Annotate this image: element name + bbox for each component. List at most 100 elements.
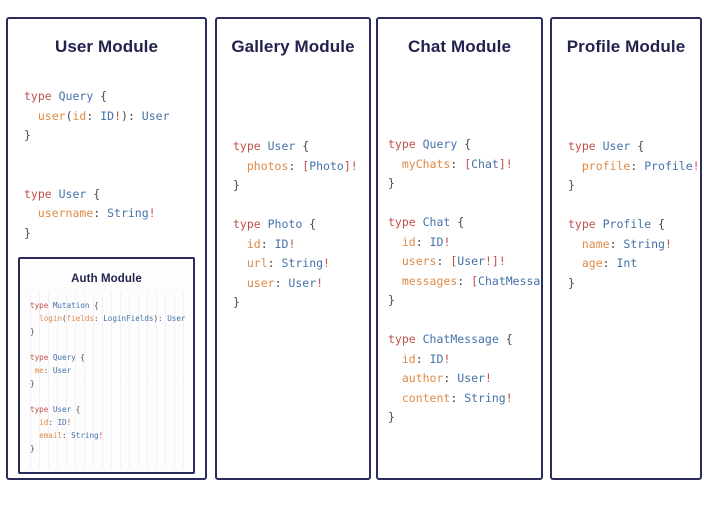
code-token-bang: ! <box>443 234 451 249</box>
code-token-type: String <box>464 390 506 405</box>
code-token-kw: type <box>30 405 53 414</box>
code-line: type User { <box>24 185 205 205</box>
code-token-pun: } <box>388 410 395 424</box>
code-token-fld: username <box>37 206 94 220</box>
code-line: type Chat { <box>388 213 541 233</box>
code-token-pun <box>388 254 402 268</box>
code-token-bang: ! <box>98 431 104 440</box>
code-line: name: String! <box>568 235 700 255</box>
code-token-pun: } <box>30 327 35 336</box>
code-token-pun: : <box>48 418 58 427</box>
code-token-pun: : <box>609 236 624 251</box>
code-token-type: Query <box>58 89 94 103</box>
code-token-pun: { <box>302 217 317 231</box>
code-token-pun: { <box>295 139 310 153</box>
code-token-type: User <box>141 108 170 123</box>
module-panel-user[interactable]: User Module type Query { user(id: ID!): … <box>6 17 207 480</box>
code-line: } <box>233 293 369 313</box>
code-token-type: User <box>457 371 485 385</box>
code-token-fld: author <box>401 371 444 385</box>
code-token-fld: id <box>246 236 261 251</box>
code-token-kw: type <box>388 215 423 229</box>
code-line: email: String! <box>30 429 193 442</box>
code-token-type: User <box>52 366 72 375</box>
code-token-pun: : <box>443 371 458 385</box>
code-token-pun: { <box>89 301 99 310</box>
code-line <box>24 146 205 166</box>
schema-code-user: type Query { user(id: ID!): User} type U… <box>8 57 205 243</box>
code-token-type: ChatMessage <box>422 332 499 346</box>
code-line <box>388 311 541 331</box>
code-token-pun <box>233 237 247 251</box>
code-token-type: Mutation <box>52 301 90 310</box>
code-token-bang: ! <box>323 256 330 270</box>
code-line: type Profile { <box>568 215 700 235</box>
code-token-type: LoginFields <box>103 314 154 323</box>
code-line <box>388 194 541 214</box>
code-line: type Mutation { <box>30 299 193 312</box>
code-token-pun: } <box>24 128 31 142</box>
code-token-kw: type <box>233 139 268 153</box>
schema-code-gallery: type User { photos: [Photo]!} type Photo… <box>217 57 369 313</box>
module-title-profile: Profile Module <box>566 37 686 56</box>
code-line: myChats: [Chat]! <box>388 155 541 175</box>
code-token-pun <box>568 237 582 251</box>
module-title-chat: Chat Module <box>407 37 512 56</box>
code-line: } <box>30 325 193 338</box>
code-token-fld: user <box>37 108 66 123</box>
code-token-type: ChatMessage <box>478 273 541 288</box>
code-token-pun: : <box>630 158 645 173</box>
code-token-type: Chat <box>471 156 499 171</box>
code-line: messages: [ChatMessage]! <box>388 272 541 292</box>
code-token-fld: name <box>581 236 610 251</box>
code-token-bang: ! <box>288 236 296 251</box>
code-token-fld: login <box>39 314 63 323</box>
code-token-pun <box>568 159 582 173</box>
code-line <box>233 196 369 216</box>
code-line: user: User! <box>233 274 369 294</box>
code-token-pun: { <box>93 89 108 103</box>
code-token-pun <box>24 109 38 123</box>
code-token-pun <box>24 206 38 220</box>
code-token-type: ID <box>429 351 444 366</box>
code-token-pun: ): <box>121 108 142 123</box>
code-line: } <box>388 408 541 428</box>
code-token-kw: type <box>233 217 268 231</box>
code-line: profile: Profile! <box>568 157 700 177</box>
code-token-pun: } <box>388 293 395 307</box>
code-token-fld: content <box>401 390 451 405</box>
code-token-pun: : <box>62 431 72 440</box>
code-token-bang: ! <box>505 390 513 405</box>
code-line: type ChatMessage { <box>388 330 541 350</box>
schema-code-profile: type User { profile: Profile!} type Prof… <box>552 57 700 293</box>
code-token-pun: : <box>288 158 303 173</box>
code-token-pun: : <box>602 256 617 270</box>
code-token-pun: : <box>43 366 53 375</box>
code-line: content: String! <box>388 389 541 409</box>
code-line: users: [User!]! <box>388 252 541 272</box>
code-token-bang: ! <box>114 108 122 123</box>
code-line: } <box>568 274 700 294</box>
code-token-fld: user <box>246 275 275 290</box>
code-token-bang: [ <box>450 254 458 268</box>
code-token-pun: } <box>30 444 35 453</box>
code-line: author: User! <box>388 369 541 389</box>
code-line: } <box>233 176 369 196</box>
code-token-kw: type <box>568 139 603 153</box>
code-token-pun: } <box>233 178 240 192</box>
module-panel-profile[interactable]: Profile Module type User { profile: Prof… <box>550 17 702 480</box>
code-line: login(fields: LoginFields): User <box>30 312 193 325</box>
module-panel-chat[interactable]: Chat Module type Query { myChats: [Chat]… <box>376 17 543 480</box>
code-token-pun <box>388 391 402 405</box>
code-token-type: Query <box>422 137 458 151</box>
code-token-pun <box>388 371 402 385</box>
module-panel-gallery[interactable]: Gallery Module type User { photos: [Phot… <box>215 17 371 480</box>
code-token-bang: !]! <box>484 254 506 268</box>
module-panel-auth[interactable]: Auth Module type Mutation { login(fields… <box>18 257 195 474</box>
code-token-pun: : <box>436 254 451 268</box>
code-token-bang: [ <box>302 158 310 173</box>
code-token-fld: users <box>401 254 437 268</box>
code-token-type: Int <box>616 256 638 270</box>
schema-code-auth: type Mutation { login(fields: LoginField… <box>20 286 193 455</box>
code-token-pun: { <box>450 215 465 229</box>
